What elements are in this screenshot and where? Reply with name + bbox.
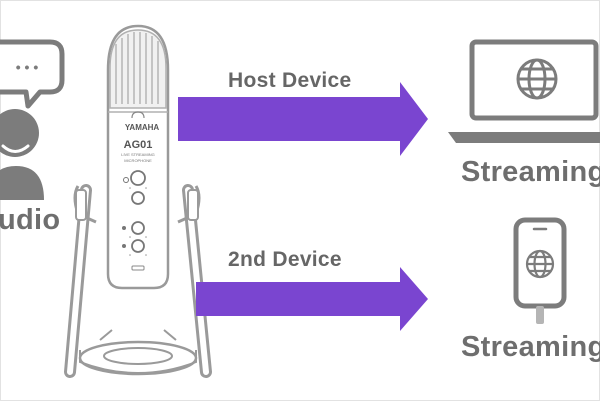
host-device-arrow xyxy=(178,82,428,156)
globe-icon xyxy=(516,58,558,100)
speech-bubble-dots: • • • xyxy=(16,59,39,75)
globe-icon xyxy=(525,249,555,279)
host-device-label: Host Device xyxy=(228,69,352,92)
microphone-sub-label-2: MICROPHONE xyxy=(124,158,152,163)
person-icon xyxy=(0,109,44,200)
microphone-body: YAMAHA AG01 LIVE STREAMING MICROPHONE xyxy=(106,24,170,290)
microphone-brand: YAMAHA xyxy=(125,123,160,132)
microphone-model: AG01 xyxy=(124,139,153,151)
speech-bubble-icon xyxy=(0,39,65,109)
second-device-label: 2nd Device xyxy=(228,248,342,271)
microphone-stand xyxy=(64,184,212,378)
microphone-sub-label-1: LIVE STREAMING xyxy=(121,152,155,157)
person-label: udio xyxy=(0,204,61,236)
second-device-arrow xyxy=(196,267,428,331)
smartphone-streaming-label: Streaming xyxy=(461,331,600,363)
laptop-streaming-label: Streaming xyxy=(461,156,600,188)
